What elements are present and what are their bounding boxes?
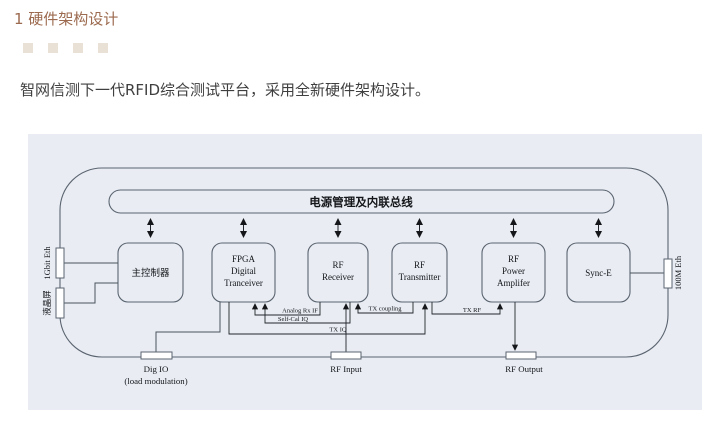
box-rf-transmitter bbox=[391, 242, 448, 303]
self-cal-iq-label: Self-Cal IQ bbox=[278, 316, 308, 323]
dig-io-wire bbox=[155, 302, 221, 352]
dig-io-connector bbox=[140, 351, 173, 360]
box-rf-receiver bbox=[307, 242, 369, 303]
tx-iq-route bbox=[228, 302, 429, 335]
architecture-figure: 电源管理及内联总线 主控制器 bbox=[28, 134, 702, 410]
tx-iq-label: TX IQ bbox=[329, 327, 346, 334]
eth100-label: 100M Eth bbox=[673, 255, 683, 290]
lcd-label: 液晶屏 bbox=[42, 290, 53, 316]
tx-rf-route bbox=[431, 302, 504, 315]
rf-pa-label-line3: Amplifer bbox=[497, 278, 530, 288]
sync-e-label: Sync-E bbox=[585, 268, 612, 278]
rf-output-connector bbox=[505, 351, 537, 360]
tx-coupling-route bbox=[354, 302, 414, 314]
placeholder-square bbox=[73, 43, 83, 53]
lcd-wire bbox=[64, 282, 118, 304]
power-bus-label: 电源管理及内联总线 bbox=[309, 195, 413, 209]
main-controller-label: 主控制器 bbox=[131, 267, 170, 279]
box-rf-power-amplifier bbox=[481, 242, 546, 303]
lcd-connector bbox=[55, 287, 65, 319]
intro-paragraph: 智网信测下一代RFID综合测试平台，采用全新硬件架构设计。 bbox=[20, 81, 431, 99]
box-fpga bbox=[211, 242, 276, 303]
fpga-label-line2: Digital bbox=[231, 266, 256, 276]
rf-transmitter-label-line2: Transmitter bbox=[399, 272, 441, 282]
dig-io-label: Dig IO bbox=[144, 364, 169, 374]
self-cal-iq-route bbox=[261, 302, 351, 324]
gbit-eth-label: 1Gbit Eth bbox=[42, 246, 52, 280]
box-main-controller bbox=[117, 242, 184, 303]
rf-receiver-label-line2: Receiver bbox=[322, 272, 354, 282]
section-heading: 1 硬件架构设计 bbox=[14, 10, 119, 28]
rf-receiver-label-line1: RF bbox=[332, 260, 343, 270]
rf-transmitter-label-line1: RF bbox=[414, 260, 425, 270]
placeholder-square bbox=[48, 43, 58, 53]
placeholder-squares bbox=[23, 43, 108, 53]
rfid-architecture-svg: 电源管理及内联总线 主控制器 bbox=[42, 167, 683, 386]
power-bus-box bbox=[108, 189, 615, 214]
analog-rx-if-route bbox=[251, 302, 321, 316]
rf-input-label: RF Input bbox=[330, 364, 362, 374]
placeholder-square bbox=[23, 43, 33, 53]
bus-module-arrows bbox=[147, 218, 602, 238]
tx-rf-label: TX RF bbox=[463, 307, 482, 314]
fpga-label-line1: FPGA bbox=[232, 254, 256, 264]
eth100-connector bbox=[663, 258, 673, 289]
gbit-eth-connector bbox=[55, 247, 65, 279]
rf-input-connector bbox=[330, 351, 362, 360]
rf-output-label: RF Output bbox=[505, 364, 543, 374]
rf-pa-label-line2: Power bbox=[502, 266, 525, 276]
fpga-label-line3: Tranceiver bbox=[224, 278, 263, 288]
tx-coupling-label: TX coupling bbox=[368, 306, 402, 313]
rf-pa-label-line1: RF bbox=[508, 254, 519, 264]
analog-rx-if-label: Analog Rx IF bbox=[282, 308, 318, 315]
power-bus: 电源管理及内联总线 bbox=[108, 189, 615, 214]
dig-io-sublabel: (load modulation) bbox=[124, 376, 187, 386]
placeholder-square bbox=[98, 43, 108, 53]
